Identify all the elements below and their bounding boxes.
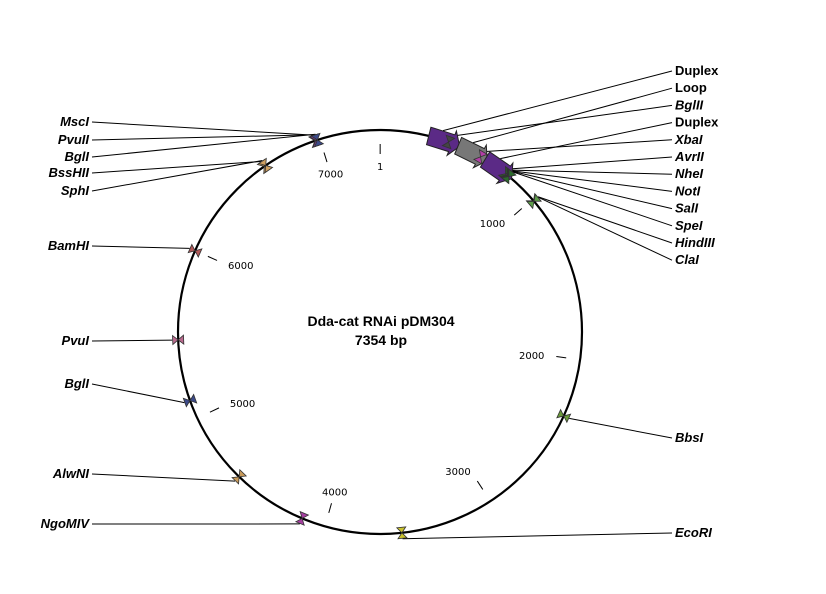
site-label-bglii[interactable]: BglII (675, 97, 704, 112)
plasmid-name: Dda-cat RNAi pDM304 (307, 313, 454, 329)
site-label-avrii[interactable]: AvrII (674, 149, 704, 164)
tick-label: 1 (377, 162, 383, 173)
tick-mark (476, 480, 484, 490)
site-marker-bgli[interactable] (310, 132, 325, 148)
leader-line (402, 532, 673, 540)
site-marker-ngomiv[interactable] (294, 510, 310, 526)
site-label-hindiii[interactable]: HindIII (675, 235, 715, 250)
site-labels: DuplexLoopDuplexBglIIXbaIAvrIINheINotISa… (41, 63, 720, 540)
leader-line (511, 170, 673, 210)
leader-line (472, 87, 673, 144)
site-label-clai[interactable]: ClaI (675, 252, 699, 267)
restriction-site-markers (172, 132, 572, 540)
tick-mark (556, 355, 567, 359)
leader-line (91, 160, 263, 192)
site-label-bbsi[interactable]: BbsI (675, 430, 704, 445)
site-label-ecori[interactable]: EcoRI (675, 525, 712, 540)
leader-line (537, 196, 673, 244)
site-marker-xbai[interactable] (473, 149, 489, 165)
feature-label-duplex[interactable]: Duplex (675, 115, 719, 130)
tick-label: 5000 (230, 399, 255, 410)
site-label-spei[interactable]: SpeI (675, 218, 703, 233)
feature-label-loop[interactable]: Loop (675, 80, 707, 95)
tick-mark (209, 407, 220, 413)
site-label-pvuii[interactable]: PvuII (58, 132, 89, 147)
leader-line (511, 170, 673, 192)
site-marker-bamhi[interactable] (187, 243, 203, 259)
site-label-alwni[interactable]: AlwNI (52, 466, 90, 481)
site-label-ngomiv[interactable]: NgoMIV (41, 516, 91, 531)
site-marker-spei[interactable] (501, 168, 517, 185)
site-label-msci[interactable]: MscI (60, 114, 89, 129)
site-label-sali[interactable]: SalI (675, 201, 699, 216)
tick-label: 3000 (445, 467, 470, 478)
tick-mark (323, 152, 328, 163)
leader-line (91, 473, 236, 482)
site-marker-bbsi[interactable] (556, 408, 572, 424)
tick-label: 7000 (318, 170, 343, 181)
tick-mark (207, 255, 218, 261)
leader-line (538, 196, 673, 261)
leader-line (442, 70, 673, 132)
site-marker-bgli[interactable] (182, 393, 198, 408)
leader-line (569, 417, 673, 439)
leader-line (91, 245, 190, 249)
tick-label: 6000 (228, 261, 253, 272)
leader-line (500, 122, 673, 160)
leader-line (91, 134, 314, 141)
site-label-sphi[interactable]: SphI (61, 183, 90, 198)
leader-line (91, 121, 314, 136)
tick-label: 1000 (480, 219, 505, 230)
site-marker-sphi[interactable] (257, 157, 274, 174)
site-marker-clai[interactable] (526, 193, 542, 210)
site-label-bamhi[interactable]: BamHI (48, 238, 90, 253)
site-label-bgli[interactable]: BglI (64, 376, 89, 391)
site-label-noti[interactable]: NotI (675, 183, 701, 198)
site-marker-pvui[interactable] (172, 334, 185, 346)
leader-line (509, 156, 673, 170)
site-label-pvui[interactable]: PvuI (62, 333, 90, 348)
site-label-xbai[interactable]: XbaI (674, 132, 703, 147)
tick-marks: 1 1000 2000 3000 4000 5000 6000 7000 (207, 143, 567, 514)
plasmid-size: 7354 bp (355, 332, 407, 348)
tick-mark (328, 503, 332, 514)
leader-line (510, 169, 673, 175)
leader-line (91, 161, 261, 174)
site-label-nhei[interactable]: NheI (675, 166, 704, 181)
site-label-bgli[interactable]: BglI (64, 149, 89, 164)
leader-line (91, 133, 316, 158)
site-label-bsshii[interactable]: BssHII (49, 165, 90, 180)
leader-line (450, 104, 673, 137)
leader-line (483, 139, 673, 153)
tick-label: 2000 (519, 351, 544, 362)
leader-line (91, 383, 185, 404)
feature-label-duplex[interactable]: Duplex (675, 63, 719, 78)
tick-label: 4000 (322, 488, 347, 499)
leader-line (512, 171, 673, 227)
site-marker-ecori[interactable] (395, 526, 408, 540)
leader-line (91, 339, 173, 342)
site-marker-bglii[interactable] (441, 134, 456, 150)
plasmid-backbone (176, 128, 584, 536)
label-leader-lines (91, 70, 673, 540)
tick-mark (513, 208, 523, 216)
feature-arrow-duplex[interactable] (425, 126, 461, 157)
site-marker-alwni[interactable] (231, 468, 248, 485)
